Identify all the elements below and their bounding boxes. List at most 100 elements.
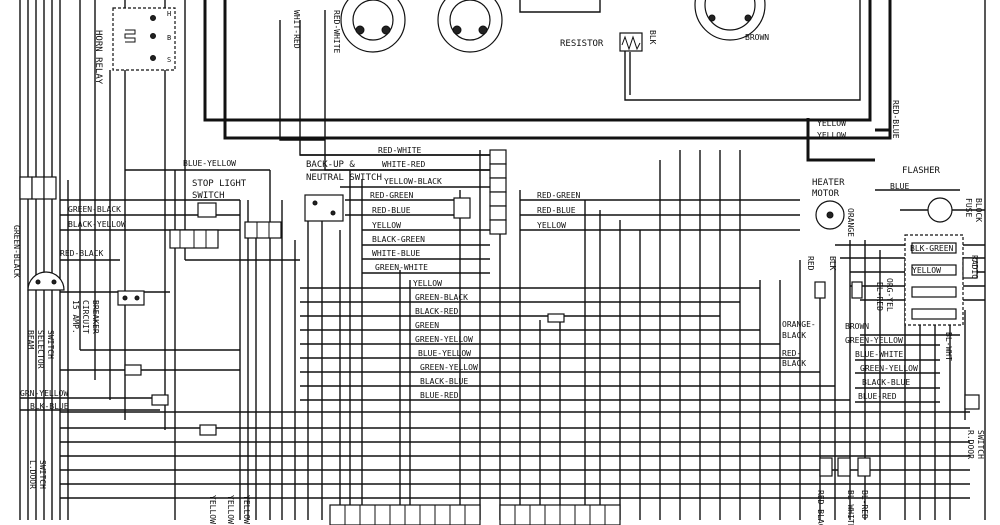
bottom-vertical-label: YELLOW	[226, 495, 235, 524]
orange-vertical-label: ORANGE	[846, 208, 855, 237]
center-lower-wire-label: GREEN-YELLOW	[415, 335, 473, 344]
center-lower-wire-label: GREEN-YELLOW	[420, 363, 478, 372]
center-lower-wire-label: GREEN-BLACK	[415, 293, 468, 302]
heater-motor-label-line1: HEATER	[812, 178, 845, 188]
stop-light-switch	[169, 202, 219, 249]
blk-blue-label: BLK-BLUE	[30, 402, 69, 411]
stop-light-label-line2: SWITCH	[192, 191, 225, 201]
center-lower-wire-label: BLUE-YELLOW	[418, 349, 471, 358]
blk-label: BLK	[648, 30, 657, 45]
center-wire-label: RED-BLUE	[372, 206, 411, 215]
green-black-left-label: GREEN-BLACK	[68, 205, 121, 214]
svg-text:B: B	[167, 34, 171, 42]
beam-selector-label-line3: SWITCH	[46, 330, 55, 359]
bl-red-bottom-label: BL-RED	[860, 490, 869, 519]
inline-connectors-right	[814, 281, 980, 477]
center-lower-wire-label: BLACK-BLUE	[420, 377, 468, 386]
resistor-symbol	[619, 32, 643, 52]
bottom-vertical-labels: YELLOW YELLOW YELLOW	[208, 495, 251, 524]
circuit-breaker-label-line3: BREAKER	[91, 300, 100, 334]
circuit-breaker-label-line2: CIRCUIT	[81, 300, 90, 334]
heater-motor	[815, 200, 845, 230]
inline-connectors-left	[124, 313, 565, 436]
bottom-vertical-label: YELLOW	[242, 495, 251, 524]
circuit-breaker-label-line1: 15 AMP.	[71, 300, 80, 334]
red-blue-right-label: RED-BLUE	[891, 100, 900, 139]
green-yellow-right-label-2: GREEN-YELLOW	[860, 364, 918, 373]
center-wire-labels-upper: RED-WHITEWHITE-REDYELLOW-BLACKRED-GREENR…	[370, 146, 442, 272]
stop-light-label-line1: STOP LIGHT	[192, 179, 247, 189]
fuse-block-label-line1: FUSE	[964, 198, 973, 217]
blk-vertical-label: BLK	[828, 256, 837, 271]
red-black-left-label: RED-BLACK	[60, 249, 104, 258]
instrument-gauge-left	[340, 0, 406, 53]
red-vertical-label: RED	[806, 256, 815, 271]
fuse-block	[904, 234, 964, 326]
bl-wht-vertical-label: BL-WHT	[944, 332, 953, 361]
center-right-wire-label: RED-GREEN	[537, 191, 581, 200]
center-lower-wire-label: BLUE-RED	[420, 391, 459, 400]
horn-relay: H B S	[112, 7, 176, 71]
l-door-label-line1: L.DOOR	[28, 460, 37, 489]
center-wire-label: WHITE-RED	[382, 160, 426, 169]
yellow-right-label-1: YELLOW	[817, 119, 846, 128]
connector-stack-center	[453, 149, 507, 235]
flasher	[927, 197, 953, 223]
center-wire-label: YELLOW	[372, 221, 401, 230]
brown-label-top: BROWN	[745, 33, 769, 42]
beam-selector-switch	[27, 271, 65, 291]
center-lower-wire-label: YELLOW	[413, 279, 442, 288]
black-blue-right-label: BLACK-BLUE	[862, 378, 910, 387]
blue-red-right-label: BLUE-RED	[858, 392, 897, 401]
svg-text:H: H	[167, 10, 171, 18]
flasher-label: FLASHER	[902, 166, 941, 176]
org-yel-vertical-label: ORG-YEL	[885, 278, 894, 312]
yellow-fuse-label: YELLOW	[912, 266, 941, 275]
center-wire-label: YELLOW-BLACK	[384, 177, 442, 186]
yellow-right-label-2: YELLOW	[817, 131, 846, 140]
blue-white-right-label: BLUE-WHITE	[855, 350, 903, 359]
circuit-breaker	[117, 290, 145, 306]
center-wire-label: RED-GREEN	[370, 191, 414, 200]
round-connector-top-right	[694, 0, 766, 41]
instrument-gauge-right	[437, 0, 503, 53]
backup-switch-label-line1: BACK-UP &	[306, 160, 355, 170]
heater-motor-label-line2: MOTOR	[812, 189, 840, 199]
orange-black-label-line2: BLACK	[782, 331, 806, 340]
backup-switch-label-line2: NEUTRAL SWITCH	[306, 173, 382, 183]
center-wire-label: WHITE-BLUE	[372, 249, 420, 258]
connector-left-top	[19, 176, 57, 200]
center-right-wire-label: RED-BLUE	[537, 206, 576, 215]
radio-label: RADIO	[970, 255, 979, 279]
connector-center-left	[244, 221, 282, 239]
center-wire-labels-lower: YELLOW GREEN-BLACK BLACK-RED GREEN GREEN-YEL…	[413, 279, 478, 400]
bottom-vertical-label: YELLOW	[208, 495, 217, 524]
bottom-connector-row	[329, 504, 621, 525]
whit-red-label: WHIT-RED	[292, 10, 301, 49]
bl-white-bottom-label: BL-WHITE	[846, 490, 855, 525]
blue-flasher-label: BLUE	[890, 182, 909, 191]
bl-red-vertical-label: BL-RED	[875, 282, 884, 311]
center-lower-wire-label: BLACK-RED	[415, 307, 459, 316]
component-set: H B S	[19, 0, 980, 525]
r-door-label-line1: R.DOOR	[966, 430, 975, 459]
wire-labels: HORN RELAY RESISTOR BLK BROWN WHIT-RED R…	[12, 10, 985, 525]
red-black-bottom-label: RED-BLACK	[816, 490, 825, 525]
resistor-label: RESISTOR	[560, 39, 604, 49]
red-white-vertical-label: RED-WHITE	[332, 10, 341, 54]
blue-yellow-label: BLUE-YELLOW	[183, 159, 236, 168]
brown-right-label: BROWN	[845, 322, 869, 331]
center-wire-label: GREEN-WHITE	[375, 263, 428, 272]
horn-relay-label: HORN RELAY	[93, 30, 103, 85]
black-yellow-left-label: BLACK-YELLOW	[68, 220, 126, 229]
red-black-right-label-line2: BLACK	[782, 359, 806, 368]
l-door-label-line2: SWITCH	[38, 460, 47, 489]
blk-green-label: BLK-GREEN	[910, 244, 954, 253]
green-yellow-right-label-1: GREEN-YELLOW	[845, 336, 903, 345]
grn-yellow-label: GRN-YELLOW	[20, 389, 68, 398]
fuse-block-label-line2: BLOCK	[974, 198, 983, 222]
r-door-label-line2: SWITCH	[976, 430, 985, 459]
center-lower-wire-label: GREEN	[415, 321, 439, 330]
